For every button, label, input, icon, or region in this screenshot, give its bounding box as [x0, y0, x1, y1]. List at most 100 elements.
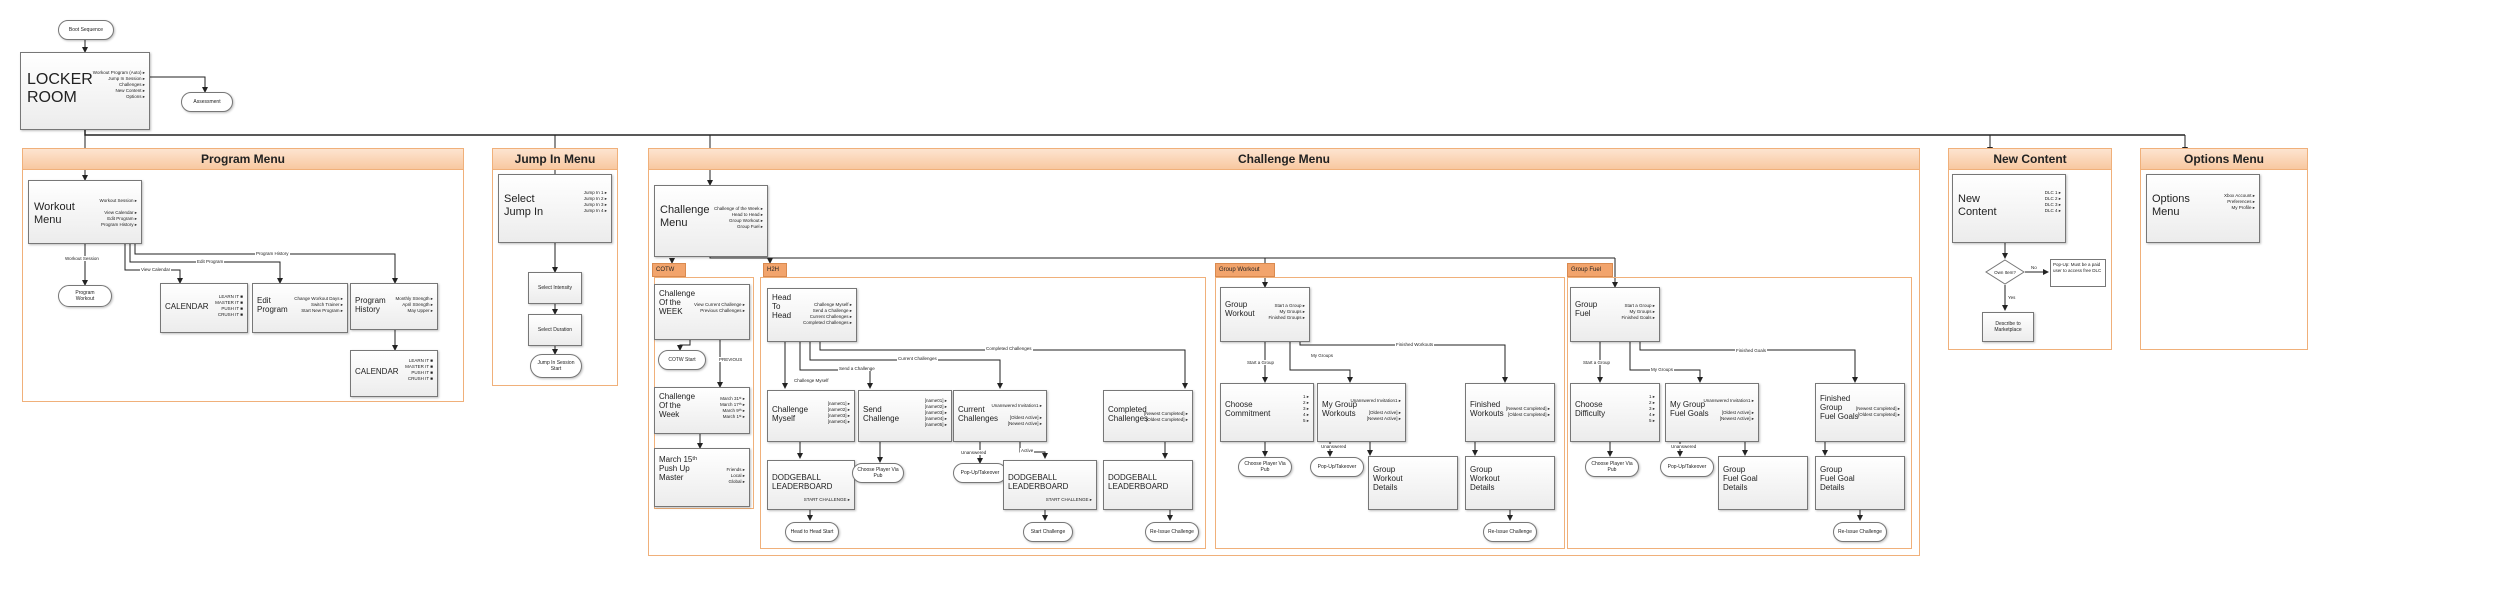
group-workout-details-2[interactable]: Group Workout Details — [1465, 456, 1555, 510]
h2h-tag: H2H — [763, 263, 787, 277]
current-challenges-title: Current Challenges — [958, 405, 999, 424]
calendar-node[interactable]: CALENDAR LEARN IT ■ MASTER IT ■ PUSH IT … — [160, 283, 248, 333]
challenge-menu-options: Challenge of the Week ▸ Head to Head ▸ G… — [714, 206, 763, 230]
group-workout-tag: Group Workout — [1215, 263, 1275, 277]
calendar-options: LEARN IT ■ MASTER IT ■ PUSH IT ■ CRUSH I… — [215, 294, 243, 318]
head-to-head-node[interactable]: Head To Head Challenge Myself ▸ Send a C… — [767, 288, 857, 342]
send-challenge-options: [name01] ▸ [name02] ▸ [name03] ▸ [name04… — [924, 398, 947, 428]
select-jump-in-node[interactable]: Select Jump In Jump In 1 ▸ Jump In 2 ▸ J… — [498, 174, 612, 243]
cotw-node[interactable]: Challenge Of the WEEK View Current Chall… — [654, 284, 750, 340]
workout-menu-node[interactable]: Workout Menu Workout Session ▸ View Cale… — [28, 180, 142, 244]
h2h-leaderboard-2-title: DODGEBALL LEADERBOARD — [1008, 473, 1069, 492]
h2h-pop-up-node[interactable]: Pop-Up/Takeover — [953, 463, 1007, 483]
group-fuel-node[interactable]: Group Fuel Start a Group ▸ My Groups ▸ F… — [1570, 287, 1660, 342]
head-to-head-start-node[interactable]: Head to Head Start — [785, 522, 839, 542]
edge-label-gf-start: Start a Group — [1582, 360, 1612, 365]
h2h-reissue-node[interactable]: Re-Issue Challenge — [1145, 522, 1199, 542]
h2h-leaderboard-1-title: DODGEBALL LEADERBOARD — [772, 473, 833, 492]
gw-choose-player-node[interactable]: Choose Player Via Pub — [1238, 457, 1292, 477]
describe-marketplace-node[interactable]: Describe to Marketplace — [1982, 312, 2034, 342]
my-group-workouts-node[interactable]: My Group Workouts Unanswered Invitation1… — [1317, 383, 1406, 442]
send-challenge-node[interactable]: Send Challenge [name01] ▸ [name02] ▸ [na… — [858, 390, 952, 442]
edge-label-workout-session: Workout Session — [64, 256, 100, 261]
h2h-leaderboard-1-action: START CHALLENGE ▸ — [803, 497, 850, 502]
edge-label-active: Active — [1020, 448, 1035, 453]
edge-label-current-challenges: Current Challenges — [897, 356, 938, 361]
program-history-options: Monthly Strength ▸ April Strength ▸ May … — [395, 296, 433, 314]
group-fuel-options: Start a Group ▸ My Groups ▸ Finished Goa… — [1621, 303, 1655, 321]
jump-in-session-start-node[interactable]: Jump In Session Start — [530, 354, 582, 378]
new-content-node[interactable]: New Content DLC 1 ▸ DLC 2 ▸ DLC 3 ▸ DLC … — [1952, 174, 2066, 243]
own-item-decision[interactable]: Own Item? — [1985, 259, 2025, 285]
program-menu-panel: Program Menu — [22, 148, 464, 402]
h2h-leaderboard-3-title: DODGEBALL LEADERBOARD — [1108, 473, 1169, 492]
finished-fuel-goals-title: Finished Group Fuel Goals — [1820, 394, 1859, 422]
boot-sequence-node[interactable]: Boot Sequence — [58, 20, 114, 40]
start-challenge-node[interactable]: Start Challenge — [1023, 522, 1073, 542]
gw-reissue-node[interactable]: Re-Issue Challenge — [1483, 522, 1537, 542]
locker-room-node[interactable]: LOCKER ROOM Workout Program (Auto) ▸ Jum… — [20, 52, 150, 130]
h2h-choose-player-node[interactable]: Choose Player Via Pub — [852, 463, 904, 483]
completed-challenges-node[interactable]: Completed Challenges [Newest Completed] … — [1103, 390, 1193, 442]
h2h-leaderboard-3[interactable]: DODGEBALL LEADERBOARD — [1103, 460, 1193, 510]
group-workout-options: Start a Group ▸ My Groups ▸ Finished Gro… — [1268, 303, 1305, 321]
finished-fuel-goals-node[interactable]: Finished Group Fuel Goals [Newest Comple… — [1815, 383, 1905, 442]
cotw-list-title: Challenge Of the Week — [659, 392, 696, 420]
select-jump-in-options: Jump In 1 ▸ Jump In 2 ▸ Jump In 3 ▸ Jump… — [583, 190, 607, 214]
h2h-leaderboard-1[interactable]: DODGEBALL LEADERBOARD START CHALLENGE ▸ — [767, 460, 855, 510]
group-workout-node[interactable]: Group Workout Start a Group ▸ My Groups … — [1220, 287, 1310, 342]
finished-workouts-title: Finished Workouts — [1470, 400, 1504, 419]
program-history-node[interactable]: Program History Monthly Strength ▸ April… — [350, 283, 438, 330]
group-fuel-details-2[interactable]: Group Fuel Goal Details — [1815, 456, 1905, 510]
current-challenges-node[interactable]: Current Challenges Unanswered Invitation… — [953, 390, 1047, 442]
cotw-tag: COTW — [652, 263, 686, 277]
edge-label-completed-challenges: Completed Challenges — [985, 346, 1033, 351]
workout-menu-title: Workout Menu — [34, 201, 75, 226]
choose-commitment-options: 1 ▸ 2 ▸ 3 ▸ 4 ▸ 5 ▸ — [1302, 394, 1309, 424]
edge-label-edit-program: Edit Program — [196, 259, 225, 264]
select-intensity-node[interactable]: Select Intensity — [528, 272, 582, 304]
group-fuel-details-1[interactable]: Group Fuel Goal Details — [1718, 456, 1808, 510]
edit-program-title: Edit Program — [257, 296, 288, 315]
paid-user-popup-note: Pop-Up: Must be a paid user to access fr… — [2050, 259, 2106, 287]
my-group-fuel-goals-node[interactable]: My Group Fuel Goals Unanswered Invitatio… — [1665, 383, 1759, 442]
edge-label-gf-finished: Finished Goals — [1735, 348, 1768, 353]
choose-commitment-node[interactable]: Choose Commitment 1 ▸ 2 ▸ 3 ▸ 4 ▸ 5 ▸ — [1220, 383, 1314, 442]
select-duration-node[interactable]: Select Duration — [528, 314, 582, 346]
group-fuel-title: Group Fuel — [1575, 300, 1598, 319]
edge-label-program-history: Program History — [255, 251, 290, 256]
group-workout-section — [1215, 277, 1565, 549]
cotw-start-node[interactable]: COTW Start — [658, 350, 706, 370]
challenge-myself-node[interactable]: Challenge Myself [name01] ▸ [name02] ▸ [… — [767, 390, 855, 442]
gw-pop-up-node[interactable]: Pop-Up/Takeover — [1310, 457, 1364, 477]
cotw-list-node[interactable]: Challenge Of the Week March 31ˢᵗ ▸ March… — [654, 387, 750, 434]
send-challenge-title: Send Challenge — [863, 405, 900, 424]
h2h-leaderboard-2[interactable]: DODGEBALL LEADERBOARD START CHALLENGE ▸ — [1003, 460, 1097, 510]
gf-pop-up-node[interactable]: Pop-Up/Takeover — [1660, 457, 1714, 477]
assessment-node[interactable]: Assessment — [181, 92, 233, 112]
choose-difficulty-options: 1 ▸ 2 ▸ 3 ▸ 4 ▸ 5 ▸ — [1648, 394, 1655, 424]
gf-reissue-node[interactable]: Re-Issue Challenge — [1833, 522, 1887, 542]
options-menu-node-title: Options Menu — [2152, 193, 2190, 218]
pushup-master-node[interactable]: March 15ᵗʰ Push Up Master Friends ▸ Loca… — [654, 448, 750, 507]
finished-workouts-node[interactable]: Finished Workouts [Newest Completed] ▸ [… — [1465, 383, 1555, 442]
choose-difficulty-node[interactable]: Choose Difficulty 1 ▸ 2 ▸ 3 ▸ 4 ▸ 5 ▸ — [1570, 383, 1660, 442]
challenge-menu-node-title: Challenge Menu — [660, 204, 710, 229]
group-workout-details-1[interactable]: Group Workout Details — [1368, 456, 1458, 510]
edit-program-node[interactable]: Edit Program Change Workout Days ▸ Switc… — [252, 283, 348, 333]
edge-label-gf-unanswered: Unanswered — [1670, 444, 1698, 449]
group-fuel-details-1-title: Group Fuel Goal Details — [1723, 465, 1758, 493]
pushup-master-options: Friends ▸ Local ▸ Global ▸ — [726, 467, 745, 485]
calendar-node-2[interactable]: CALENDAR LEARN IT ■ MASTER IT ■ PUSH IT … — [350, 350, 438, 397]
edit-program-options: Change Workout Days ▸ Switch Trainer ▸ S… — [294, 296, 343, 314]
my-group-workouts-title: My Group Workouts — [1322, 400, 1358, 419]
new-content-options: DLC 1 ▸ DLC 2 ▸ DLC 3 ▸ DLC 4 ▸ — [2044, 190, 2061, 214]
options-menu-panel: Options Menu — [2140, 148, 2308, 350]
calendar2-options: LEARN IT ■ MASTER IT ■ PUSH IT ■ CRUSH I… — [405, 358, 433, 382]
my-group-fuel-goals-title: My Group Fuel Goals — [1670, 400, 1709, 419]
options-menu-node[interactable]: Options Menu Xbox Account ▸ Preferences … — [2146, 174, 2260, 243]
program-workout-node[interactable]: Program Workout — [58, 285, 112, 307]
challenge-menu-node[interactable]: Challenge Menu Challenge of the Week ▸ H… — [654, 185, 768, 257]
gf-choose-player-node[interactable]: Choose Player Via Pub — [1585, 457, 1639, 477]
